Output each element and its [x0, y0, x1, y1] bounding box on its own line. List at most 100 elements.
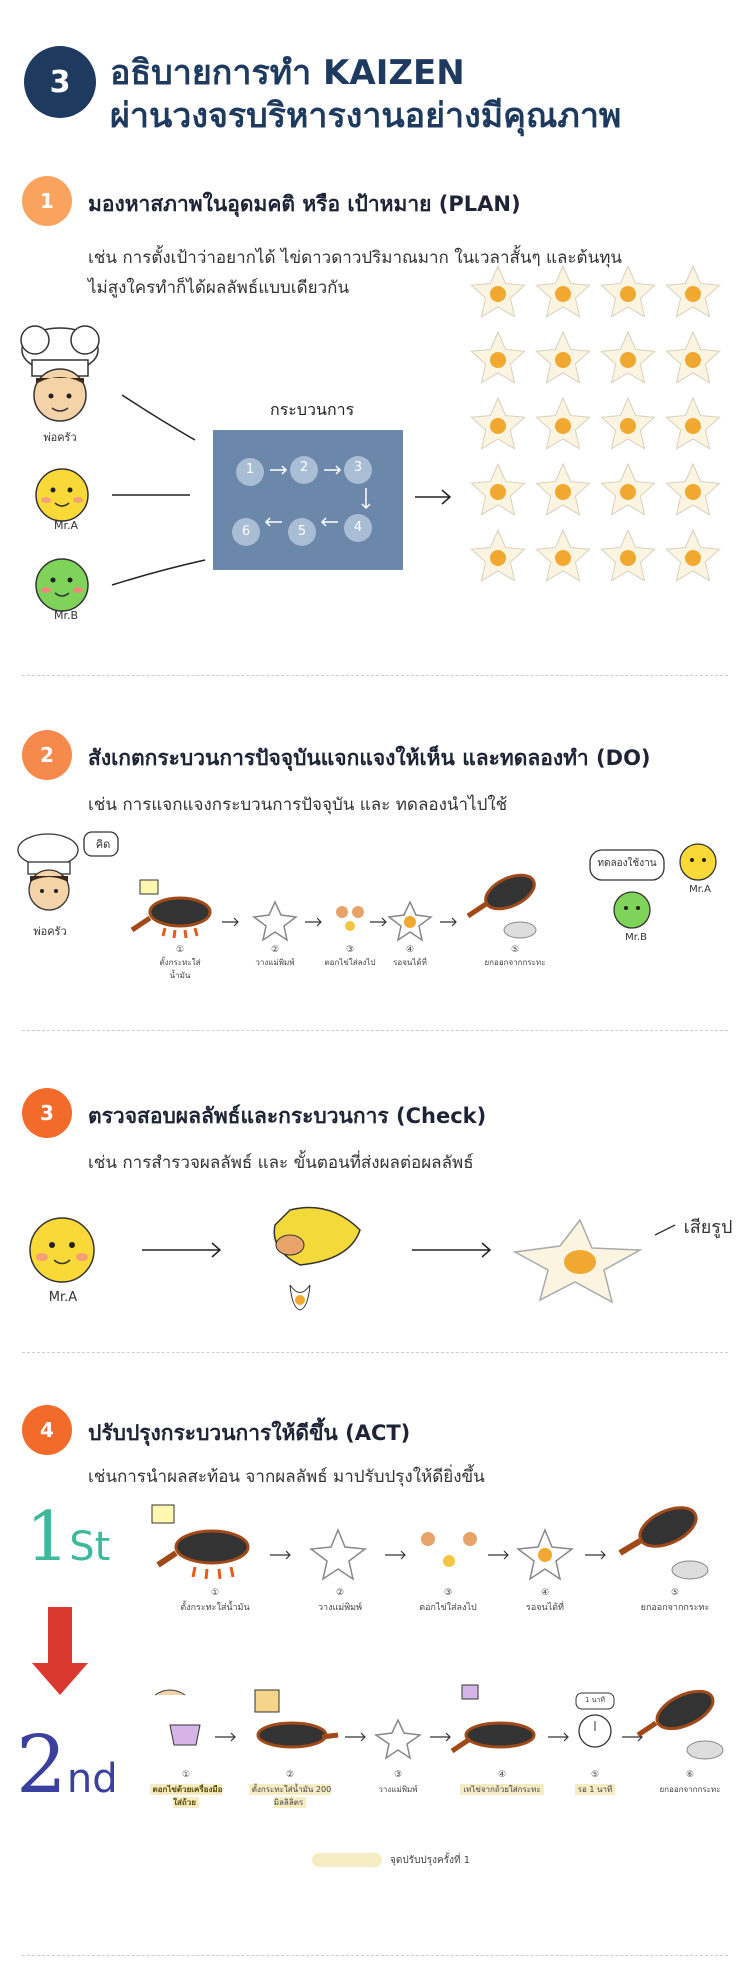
check-mr-a-label: Mr.A — [48, 1290, 78, 1305]
act2-step-num: ② — [285, 1770, 295, 1780]
pan-lift-icon — [618, 1506, 709, 1580]
check-annotation: เสียรูป — [683, 1217, 733, 1238]
act1-step-num: ② — [335, 1588, 345, 1598]
egg-yolk-icon — [685, 418, 701, 434]
section-divider — [22, 675, 728, 676]
act2-step-num: ④ — [497, 1770, 507, 1780]
act1-step-num: ③ — [443, 1588, 453, 1598]
page-title-line-2: ผ่านวงจรบริหารงานอย่างมีคุณภาพ — [110, 96, 622, 136]
plan-chef-label: พ่อครัว — [43, 431, 77, 444]
legend-swatch — [312, 1853, 382, 1867]
process-num: 5 — [297, 524, 307, 539]
timer-icon — [575, 1692, 615, 1748]
step-2-desc: เช่น การแจกแจงกระบวนการปัจจุบัน และ ทดลอ… — [88, 795, 508, 815]
act2-step-num: ① — [181, 1770, 191, 1780]
egg-yolk-icon — [490, 484, 506, 500]
step-4-title: ปรับปรุงกระบวนการให้ดีขึ้น (ACT) — [88, 1421, 411, 1445]
egg-yolk-icon — [685, 484, 701, 500]
do-mr-a-label: Mr.A — [689, 884, 711, 895]
process-num: 2 — [299, 460, 309, 475]
act1-step-label: ตั้งกระทะใส่น้ำมัน — [180, 1603, 250, 1613]
check-illustration — [29, 1206, 676, 1311]
star-egg-icon — [387, 900, 433, 942]
egg-yolk-icon — [685, 286, 701, 302]
hand-crack-egg-icon — [273, 1206, 361, 1311]
process-num: 4 — [353, 520, 363, 535]
pan-lift-icon — [466, 873, 537, 939]
second-label: 2nd — [16, 1718, 118, 1811]
do-step-label: รอจนได้ที่ — [393, 958, 427, 967]
act1-step-label: ตอกไข่ใส่ลงไป — [419, 1603, 477, 1613]
act1-step-label: ยกออกจากกระทะ — [640, 1603, 710, 1613]
mr-a-icon — [679, 843, 717, 881]
step-3-desc: เช่น การสำรวจผลลัพธ์ และ ขั้นตอนที่ส่งผล… — [88, 1153, 474, 1173]
do-step-label: ตั้งกระทะใส่น้ำมัน — [159, 958, 201, 980]
act1-step-label: วางแม่พิมพ์ — [317, 1603, 363, 1613]
step-3-title: ตรวจสอบผลลัพธ์และกระบวนการ (Check) — [88, 1104, 487, 1128]
do-step-num: ① — [175, 945, 185, 955]
section-number-badge: 3 — [24, 46, 96, 118]
step-1-desc-line-2: ไม่สูงใครทำก็ได้ผลลัพธ์แบบเดียวกัน — [88, 278, 350, 298]
mr-b-icon — [613, 891, 651, 929]
do-step-label: ยกออกจากกระทะ — [484, 958, 546, 967]
act2-step-label: รอ 1 นาที — [560, 1783, 630, 1796]
think-bubble-text: คิด — [95, 838, 111, 851]
egg-yolk-icon — [555, 550, 571, 566]
timer-text: 1 นาที — [584, 1696, 605, 1704]
act1-step-num: ① — [210, 1588, 220, 1598]
act1-step-label: รอจนได้ที่ — [526, 1603, 564, 1613]
egg-yolk-icon — [685, 550, 701, 566]
egg-yolk-icon — [555, 418, 571, 434]
process-num: 6 — [241, 524, 251, 539]
step-4-desc: เช่นการนำผลสะท้อน จากผลลัพธ์ มาปรับปรุงใ… — [88, 1467, 485, 1487]
act2-step-num: ⑥ — [685, 1770, 695, 1780]
down-arrow-icon — [32, 1607, 88, 1695]
egg-crack-icon — [336, 906, 364, 931]
act2-step-num: ⑤ — [590, 1770, 600, 1780]
plan-mr-b-label: Mr.B — [53, 609, 79, 622]
section-divider — [22, 1030, 728, 1031]
pour-egg-icon — [450, 1684, 536, 1754]
egg-yolk-icon — [555, 286, 571, 302]
step-2-badge: 2 — [22, 730, 72, 780]
section-divider — [22, 1955, 728, 1956]
do-step-num: ④ — [405, 945, 415, 955]
try-bubble — [589, 849, 665, 881]
do-mr-b-label: Mr.B — [625, 932, 647, 943]
try-bubble-text: ทดลองใช้งาน — [597, 858, 657, 869]
first-label: 1St — [26, 1498, 111, 1577]
pan-icon — [130, 879, 212, 939]
act1-step-num: ⑤ — [670, 1588, 680, 1598]
do-step-num: ② — [270, 945, 280, 955]
egg-yolk-icon — [555, 352, 571, 368]
egg-yolk-icon — [620, 352, 636, 368]
egg-grid — [470, 264, 721, 582]
step-1-title: มองหาสภาพในอุดมคติ หรือ เป้าหมาย (PLAN) — [88, 192, 521, 216]
act1-step-num: ④ — [540, 1588, 550, 1598]
process-box — [213, 430, 403, 570]
process-num: 3 — [353, 460, 363, 475]
egg-yolk-icon — [620, 550, 636, 566]
plan-illustration — [20, 264, 721, 612]
egg-yolk-icon — [620, 484, 636, 500]
do-chef-label: พ่อครัว — [33, 925, 67, 938]
do-step-label: ตอกไข่ใส่ลงไป — [324, 958, 376, 967]
do-step-num: ⑤ — [510, 945, 520, 955]
chef-icon — [20, 325, 100, 422]
egg-yolk-icon — [620, 418, 636, 434]
process-num: 1 — [245, 462, 255, 477]
plan-mr-a-label: Mr.A — [53, 519, 79, 532]
star-mold-icon — [309, 1528, 367, 1581]
star-mold-icon — [373, 1718, 423, 1760]
section-divider — [22, 1352, 728, 1353]
egg-crack-icon — [421, 1532, 477, 1567]
step-2-title: สังเกตกระบวนการปัจจุบันแจกแจงให้เห็น และ… — [88, 746, 651, 770]
process-label: กระบวนการ — [270, 400, 355, 419]
step-3-badge: 3 — [22, 1088, 72, 1138]
chef-icon — [17, 833, 79, 911]
act-illustration — [32, 1504, 724, 1867]
do-step-num: ③ — [345, 945, 355, 955]
egg-yolk-icon — [490, 352, 506, 368]
do-step-label: วางแม่พิมพ์ — [255, 958, 295, 967]
pan-lift-icon — [636, 1689, 724, 1760]
